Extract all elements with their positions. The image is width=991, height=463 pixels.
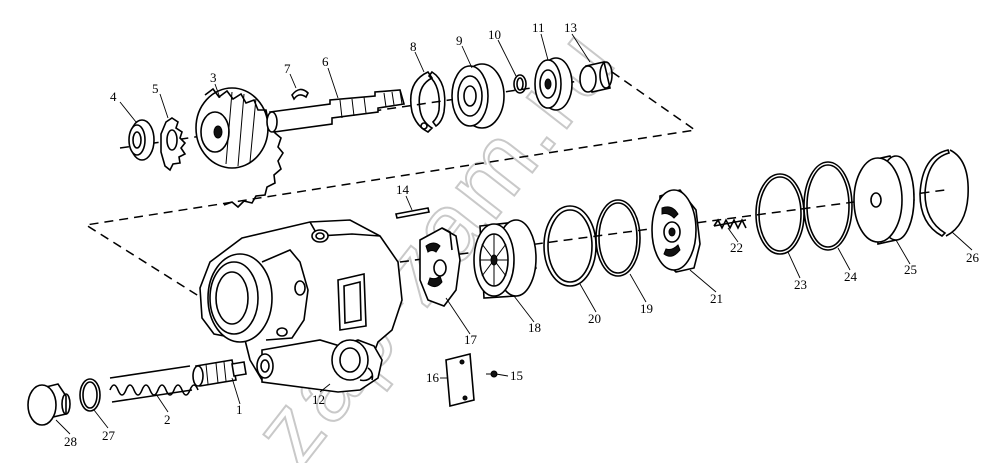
callout-5: 5	[152, 81, 159, 96]
callout-21: 21	[710, 291, 723, 306]
part-26-retaining-ring	[919, 149, 969, 237]
part-8-snap-ring	[409, 70, 446, 133]
callout-27: 27	[102, 428, 116, 443]
leader-lines	[55, 33, 973, 435]
callout-15: 15	[510, 368, 523, 383]
part-13-sleeve	[579, 61, 613, 93]
callout-18: 18	[528, 320, 541, 335]
callout-7: 7	[284, 61, 291, 76]
callout-3: 3	[210, 70, 217, 85]
callout-1: 1	[236, 402, 243, 417]
part-16-plate	[445, 352, 475, 408]
callout-8: 8	[410, 39, 417, 54]
part-2-spring	[109, 365, 199, 403]
callout-26: 26	[966, 250, 980, 265]
callout-16: 16	[426, 370, 440, 385]
part-28-plug	[27, 383, 71, 426]
callout-2: 2	[164, 412, 171, 427]
callout-14: 14	[396, 182, 410, 197]
part-4-nut	[128, 119, 155, 161]
callout-11: 11	[532, 20, 545, 35]
part-5-lock-washer	[160, 117, 187, 172]
part-24-ring	[803, 161, 853, 251]
callout-12: 12	[312, 392, 325, 407]
callout-10: 10	[488, 27, 501, 42]
part-18-rotor	[473, 219, 537, 299]
callout-13: 13	[564, 20, 577, 35]
callout-23: 23	[794, 277, 807, 292]
part-21-end-plate	[651, 189, 701, 273]
part-7-key	[291, 88, 309, 101]
part-19-ring	[595, 199, 641, 277]
callout-25: 25	[904, 262, 917, 277]
part-3-gear	[195, 87, 284, 209]
part-22-spring	[713, 218, 747, 230]
part-14-pin	[395, 207, 430, 219]
part-17-side-plate	[419, 227, 461, 307]
part-27-o-ring	[79, 378, 101, 412]
part-9-bearing	[451, 63, 505, 129]
part-1-valve-spool	[192, 359, 247, 387]
part-20-ring	[543, 205, 597, 287]
callout-9: 9	[456, 33, 463, 48]
part-6-shaft	[266, 89, 406, 133]
part-11-bearing	[534, 57, 573, 111]
callout-24: 24	[844, 269, 858, 284]
callout-6: 6	[322, 54, 329, 69]
housing	[199, 219, 403, 393]
callout-17: 17	[464, 332, 478, 347]
part-25-end-cover	[853, 155, 915, 245]
callout-4: 4	[110, 89, 117, 104]
part-15-screw	[486, 370, 498, 378]
part-10-small-ring	[513, 74, 527, 94]
callout-20: 20	[588, 311, 601, 326]
callout-19: 19	[640, 301, 653, 316]
callout-28: 28	[64, 434, 77, 449]
callout-labels: 4 5 3 7 6 8 9 10 11 13 14 17 18 20 19 21…	[64, 20, 980, 449]
callout-22: 22	[730, 240, 743, 255]
